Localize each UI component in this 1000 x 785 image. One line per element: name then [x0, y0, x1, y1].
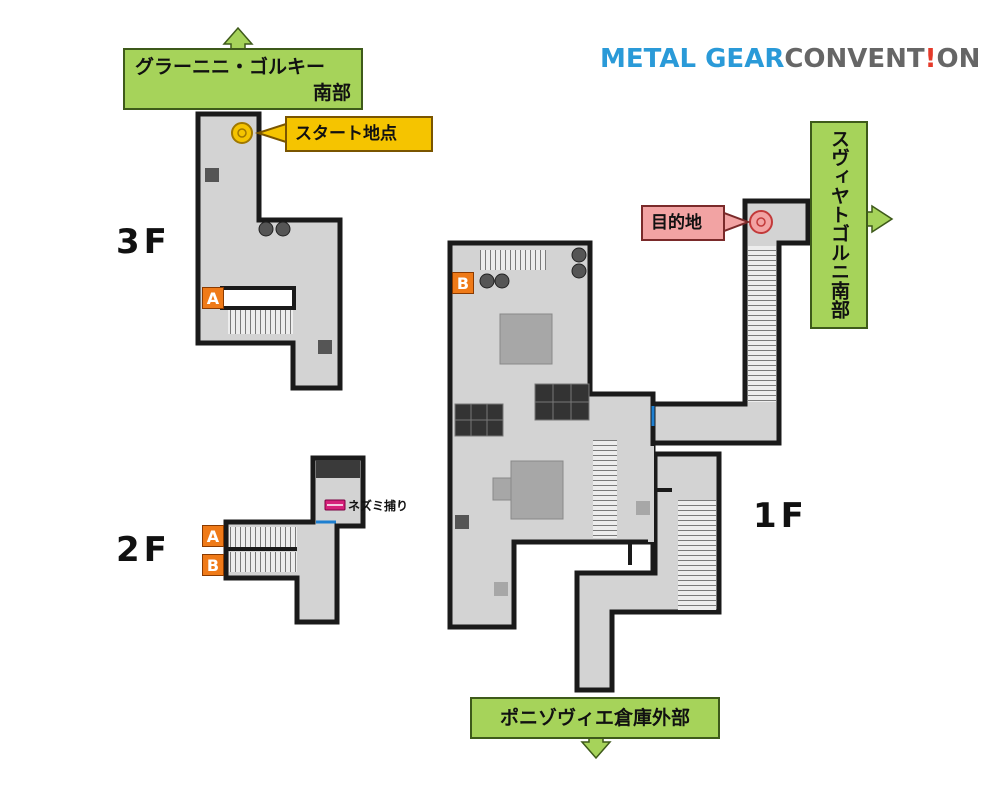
goal-point-icon-inner [756, 217, 766, 227]
crate [636, 501, 650, 515]
start-point-callout: スタート地点 [285, 116, 433, 152]
floor-2f-map [223, 455, 366, 625]
barrel [494, 273, 510, 289]
barrel [479, 273, 495, 289]
floor-label-1f: 1F [753, 496, 808, 536]
east-sign-text: スヴィヤトゴルニ南部 [828, 129, 850, 319]
logo-text-part1: METAL GEAR [600, 44, 785, 74]
south-exit-arrow-icon [580, 735, 612, 760]
floor-1f-map [447, 198, 811, 693]
floor-label-3f: 3F [116, 222, 171, 262]
east-destination-sign: スヴィヤトゴルニ南部 [810, 121, 868, 329]
barrel [571, 263, 587, 279]
floor-3f-stairs [228, 310, 293, 334]
start-point-icon-inner [237, 128, 247, 138]
crate [205, 168, 219, 182]
barrel [275, 221, 291, 237]
floor-1f-stairs-inner [593, 440, 617, 538]
crate [455, 515, 469, 529]
goal-callout: 目的地 [641, 205, 725, 241]
floor-1f-table [499, 313, 553, 365]
rat-trap-label: ネズミ捕り [348, 499, 409, 513]
start-callout-pointer [254, 122, 287, 144]
floor-1f-stairs-east [748, 246, 776, 402]
floor-1f-table [492, 477, 512, 501]
floor-1f-stairs-south [678, 500, 716, 610]
floor-2f-dark-block [316, 460, 360, 478]
north-destination-sign: グラーニニ・ゴルキー 南部 [123, 48, 363, 110]
barrel [571, 247, 587, 263]
stair-marker-b-2f: B [202, 554, 224, 576]
crate-stack [454, 383, 590, 437]
east-exit-arrow-icon [865, 204, 894, 234]
floor-1f-wall-cover [648, 446, 654, 542]
floor-3f-passage-a [220, 286, 296, 310]
crate [318, 340, 332, 354]
stair-marker-a-2f: A [202, 525, 224, 547]
logo-exclaim: ! [924, 44, 937, 74]
north-exit-arrow-icon [222, 26, 254, 51]
south-destination-sign: ポニゾヴィエ倉庫外部 [470, 697, 720, 739]
floor-1f-table [510, 460, 564, 520]
metal-gear-convention-logo: METAL GEARCONVENT!ON [600, 44, 980, 74]
crate [494, 582, 508, 596]
floor-2f-stairs-a [229, 527, 297, 547]
floor-3f-map [195, 111, 343, 391]
barrel [258, 221, 274, 237]
north-sign-line2: 南部 [312, 82, 351, 104]
floor-2f-stairs-b [229, 552, 297, 572]
logo-text-part2: CONVENT [784, 44, 925, 74]
stair-marker-b-1f: B [452, 272, 474, 294]
north-sign-line1: グラーニニ・ゴルキー [135, 56, 326, 78]
logo-text-part3: ON [936, 44, 981, 74]
floor-1f-stairs-north [480, 250, 546, 270]
floor-label-2f: 2F [116, 530, 171, 570]
stair-marker-a-3f: A [202, 287, 224, 309]
